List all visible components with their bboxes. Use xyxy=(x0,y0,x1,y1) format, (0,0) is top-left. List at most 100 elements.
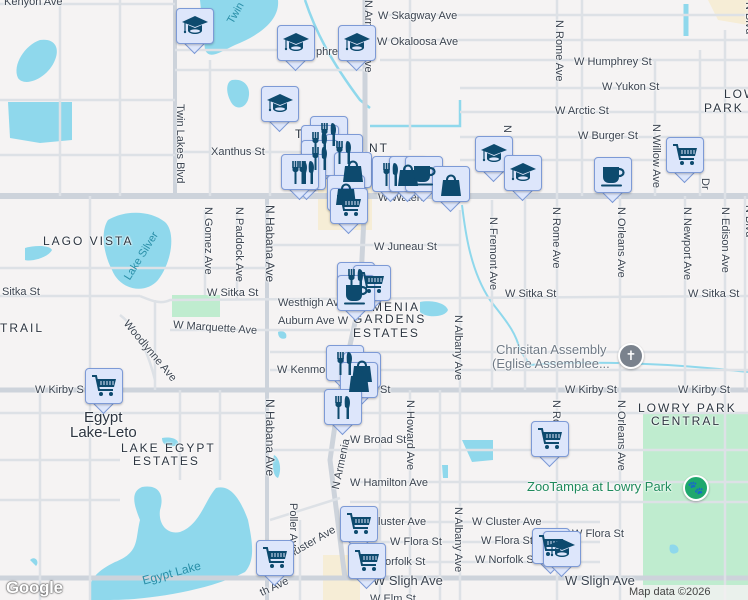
street-label-sitka-1: W Sitka St xyxy=(207,287,259,299)
street-label-blvd-2: N Blvd xyxy=(743,205,748,238)
poi-label-church-sub[interactable]: (Eglise Assemblee... xyxy=(492,356,610,371)
school-icon xyxy=(481,144,507,162)
street-label-albany-2: N Albany Ave xyxy=(452,507,464,573)
street-label-sligh-2: W Sligh Ave xyxy=(565,573,635,588)
school-icon xyxy=(267,94,293,112)
street-label-fremont: N Fremont Ave xyxy=(487,217,499,291)
map-marker-restaurant[interactable] xyxy=(301,140,339,187)
marker-box xyxy=(432,166,470,202)
grocery-icon xyxy=(673,144,697,165)
marker-box xyxy=(330,188,368,224)
neighborhood-armenia-gardens-2: GARDENS xyxy=(353,312,427,326)
city-label-egypt: Egypt xyxy=(84,409,123,426)
map-marker-restaurant[interactable] xyxy=(281,154,319,201)
map-marker-shopping[interactable] xyxy=(432,166,470,213)
street-label-gomez: N Gomez Ave xyxy=(202,207,214,275)
street-label-kirby-2: W Kirby St xyxy=(678,384,730,396)
street-label-humphrey-west: phrey xyxy=(316,46,344,58)
street-label-flora-3: W Flora St xyxy=(572,528,624,540)
marker-box xyxy=(340,362,378,398)
marker-box xyxy=(277,25,315,61)
marker-box xyxy=(666,137,704,173)
restaurant-icon xyxy=(292,161,307,184)
street-label-auburn: Auburn Ave W xyxy=(278,315,349,327)
neighborhood-armenia-gardens-3: ESTATES xyxy=(353,326,420,340)
marker-box xyxy=(261,86,299,122)
map-marker-grocery[interactable] xyxy=(85,368,123,415)
street-label-hamilton: W Hamilton Ave xyxy=(350,477,429,489)
map-marker-grocery[interactable] xyxy=(348,543,386,590)
map-marker-school[interactable] xyxy=(277,25,315,72)
marker-box xyxy=(301,140,339,176)
map-marker-grocery[interactable] xyxy=(340,506,378,553)
street-label-howard: N Howard Ave xyxy=(404,400,416,471)
street-label-twin-lakes-blvd: Twin Lakes Blvd xyxy=(174,104,186,184)
map-marker-grocery[interactable] xyxy=(531,421,569,468)
restaurant-icon xyxy=(337,352,352,375)
map-marker-school[interactable] xyxy=(504,155,542,202)
map-attribution[interactable]: Map data ©2026 Google xyxy=(626,585,748,600)
map-marker-school[interactable] xyxy=(338,25,376,72)
church-icon[interactable]: ✝ xyxy=(618,343,644,369)
restaurant-icon xyxy=(383,163,398,186)
cafe-icon xyxy=(344,285,368,305)
map-marker-cafe[interactable] xyxy=(594,157,632,204)
map-marker-restaurant[interactable] xyxy=(324,389,362,436)
street-label-broad: W Broad St xyxy=(350,434,407,446)
street-label-norfolk-2: W Norfolk S xyxy=(475,554,534,566)
neighborhood-lake-egypt-1: LAKE EGYPT xyxy=(121,441,216,455)
street-label-flora-1: W Flora St xyxy=(390,536,442,548)
neighborhood-lowry-park-north-2: PARK xyxy=(704,101,744,115)
street-label-blvd-1: N Blvd xyxy=(743,2,748,35)
marker-box xyxy=(337,275,375,311)
street-label-orleans-1: N Orleans Ave xyxy=(615,207,627,278)
map-marker-school[interactable] xyxy=(475,136,513,183)
grocery-icon xyxy=(92,375,116,396)
neighborhood-trail: TRAIL xyxy=(0,321,45,335)
street-label-sligh-1: W Sligh Ave xyxy=(373,573,443,588)
cafe-icon xyxy=(412,166,436,186)
street-label-westhigh: Westhigh Av xyxy=(278,297,339,309)
map-marker-school[interactable] xyxy=(261,86,299,133)
neighborhood-lowry-park-north-1: LOW xyxy=(724,87,748,101)
map-marker-shopping[interactable] xyxy=(334,152,372,199)
street-label-habana-2: N Habana Ave xyxy=(263,399,277,477)
marker-box xyxy=(504,155,542,191)
restaurant-icon xyxy=(335,396,350,419)
neighborhood-armenia-gardens-1: MENIA xyxy=(372,300,421,314)
neighborhood-lake-egypt-2: ESTATES xyxy=(133,454,200,468)
school-icon xyxy=(344,33,370,51)
poi-label-zoo[interactable]: ZooTampa at Lowry Park xyxy=(527,479,672,494)
marker-box xyxy=(338,25,376,61)
map-marker-school[interactable] xyxy=(543,531,581,578)
street-label-willow: N Willow Ave xyxy=(650,124,662,188)
paw-icon[interactable]: 🐾 xyxy=(683,475,709,501)
grocery-icon xyxy=(538,428,562,449)
street-label-kirby-west: W Kirby S xyxy=(35,384,84,396)
map-marker-grocery[interactable] xyxy=(256,540,294,587)
marker-box xyxy=(256,540,294,576)
street-label-rome-2: N Rome Ave xyxy=(550,207,562,269)
marker-box xyxy=(324,389,362,425)
street-label-sitka-2: W Sitka St xyxy=(505,288,557,300)
map-marker-shopping[interactable] xyxy=(340,362,378,409)
restaurant-icon xyxy=(312,147,327,170)
street-label-sitka-west: Sitka St xyxy=(2,286,40,298)
street-label-cluster-1: luster Ave xyxy=(378,516,427,528)
map-marker-school[interactable] xyxy=(176,8,214,55)
map-marker-grocery[interactable] xyxy=(330,188,368,235)
marker-box xyxy=(475,136,513,172)
map-marker-grocery[interactable] xyxy=(666,137,704,184)
street-label-cluster-2: W Cluster Ave xyxy=(472,516,542,528)
street-label-habana-1: N Habana Ave xyxy=(263,205,277,283)
map-marker-cafe[interactable] xyxy=(337,275,375,322)
marker-box xyxy=(334,152,372,188)
grocery-icon xyxy=(337,195,361,216)
school-icon xyxy=(283,33,309,51)
poi-label-church[interactable]: Chrisitan Assembly xyxy=(496,342,607,357)
street-label-sitka-3: W Sitka St xyxy=(688,288,740,300)
street-label-n-stub: N xyxy=(501,125,513,133)
grocery-icon xyxy=(360,272,384,293)
street-label-skagway: W Skagway Ave xyxy=(378,10,458,22)
